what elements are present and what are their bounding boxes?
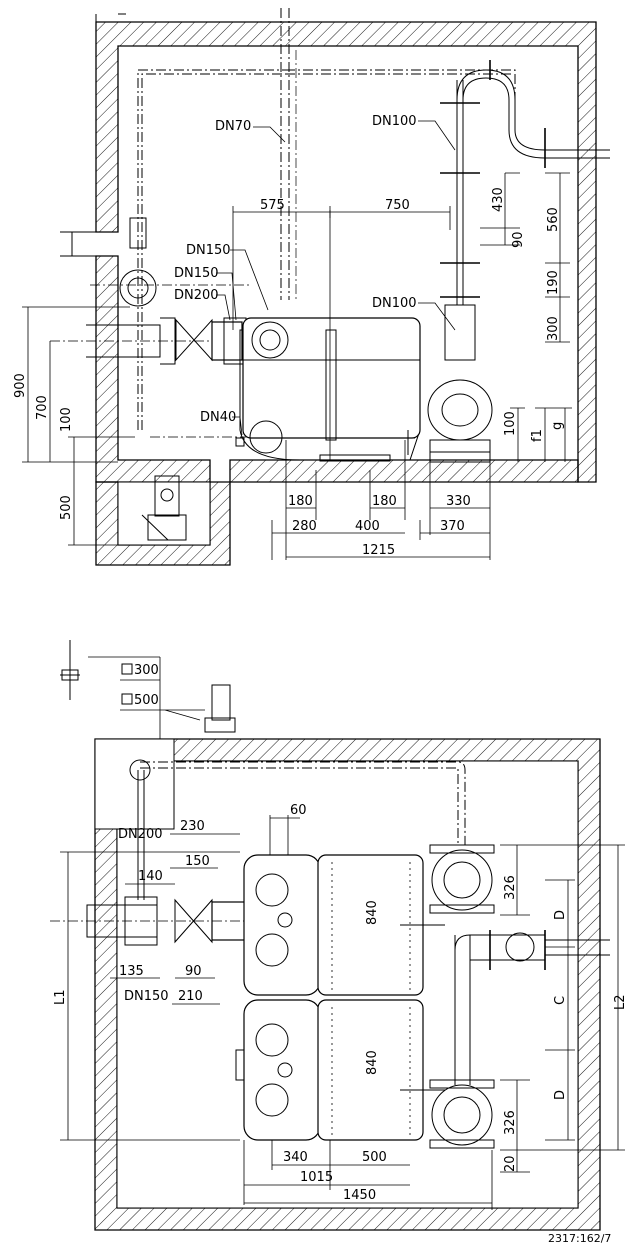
dim-340: 340: [283, 1150, 308, 1165]
section-walls: [60, 13, 597, 566]
dim-1450: 1450: [343, 1188, 376, 1203]
dim-370: 370: [440, 519, 465, 534]
dim-500: 500: [59, 495, 74, 520]
label-square-300: 300: [134, 663, 159, 678]
label-dn200-plan: DN200: [118, 827, 163, 842]
dim-90: 90: [511, 231, 526, 248]
drainage-pump: [141, 475, 187, 541]
dim-326-b: 326: [503, 1110, 518, 1135]
dim-C: C: [553, 996, 568, 1005]
label-dn100-top: DN100: [372, 114, 417, 129]
dim-326-a: 326: [503, 875, 518, 900]
dim-140: 140: [138, 869, 163, 884]
dim-1015: 1015: [300, 1170, 333, 1185]
dim-D-2: D: [553, 1090, 568, 1100]
section-view: DN70 DN100 DN150 DN150 DN200 DN100 DN40 …: [13, 8, 610, 566]
plan-view: 300 500: [50, 640, 625, 1245]
dim-20: 20: [503, 1155, 518, 1172]
plan-pipes: [50, 759, 466, 946]
dim-575: 575: [260, 198, 285, 213]
submersible-pump: [405, 304, 493, 463]
label-dn70: DN70: [215, 119, 251, 134]
dim-100-left: 100: [59, 407, 74, 432]
label-square-500: 500: [134, 693, 159, 708]
dim-180-a: 180: [288, 494, 313, 509]
dim-g: g: [550, 422, 565, 430]
dim-500: 500: [362, 1150, 387, 1165]
dim-100-right: 100: [503, 411, 518, 436]
dim-430: 430: [491, 187, 506, 212]
gate-valve: [119, 217, 247, 365]
twin-tanks: [235, 854, 424, 1141]
dim-750: 750: [385, 198, 410, 213]
section-pipe-labels: DN70 DN100 DN150 DN150 DN200 DN100 DN40: [174, 114, 456, 436]
dim-190: 190: [546, 270, 561, 295]
dim-60: 60: [290, 803, 307, 818]
label-dn150-1: DN150: [186, 243, 231, 258]
dim-840-b: 840: [365, 1050, 380, 1075]
label-dn150-2: DN150: [174, 266, 219, 281]
dim-330: 330: [446, 494, 471, 509]
section-dimensions: 575 750 430 90 560 190 300 900 700 100 5…: [13, 172, 572, 560]
drawing-number: 2317:162/7: [548, 1232, 611, 1245]
dim-560: 560: [546, 207, 561, 232]
label-dn150-plan: DN150: [124, 989, 169, 1004]
legend: 300 500: [60, 640, 236, 740]
dim-L2: L2: [613, 994, 625, 1010]
label-dn200: DN200: [174, 288, 219, 303]
dim-700: 700: [35, 395, 50, 420]
label-dn100-mid: DN100: [372, 296, 417, 311]
dim-150: 150: [185, 854, 210, 869]
plan-dimensions: DN200 230 60 150 140 135 90 DN150 210 84…: [53, 803, 625, 1245]
dim-280: 280: [292, 519, 317, 534]
lifting-unit: [235, 210, 421, 462]
dim-840-a: 840: [365, 900, 380, 925]
section-pipes: [50, 8, 610, 438]
dim-180-b: 180: [372, 494, 397, 509]
dim-400: 400: [355, 519, 380, 534]
dim-210: 210: [178, 989, 203, 1004]
dim-f1: f1: [530, 429, 545, 442]
discharge-manifold: [400, 844, 610, 1149]
dim-1215: 1215: [362, 543, 395, 558]
dim-230: 230: [180, 819, 205, 834]
dim-135: 135: [119, 964, 144, 979]
dim-L1: L1: [53, 989, 68, 1005]
dim-D-1: D: [553, 910, 568, 920]
label-dn40: DN40: [200, 410, 236, 425]
dim-900: 900: [13, 373, 28, 398]
dim-300: 300: [546, 316, 561, 341]
dim-90: 90: [185, 964, 202, 979]
